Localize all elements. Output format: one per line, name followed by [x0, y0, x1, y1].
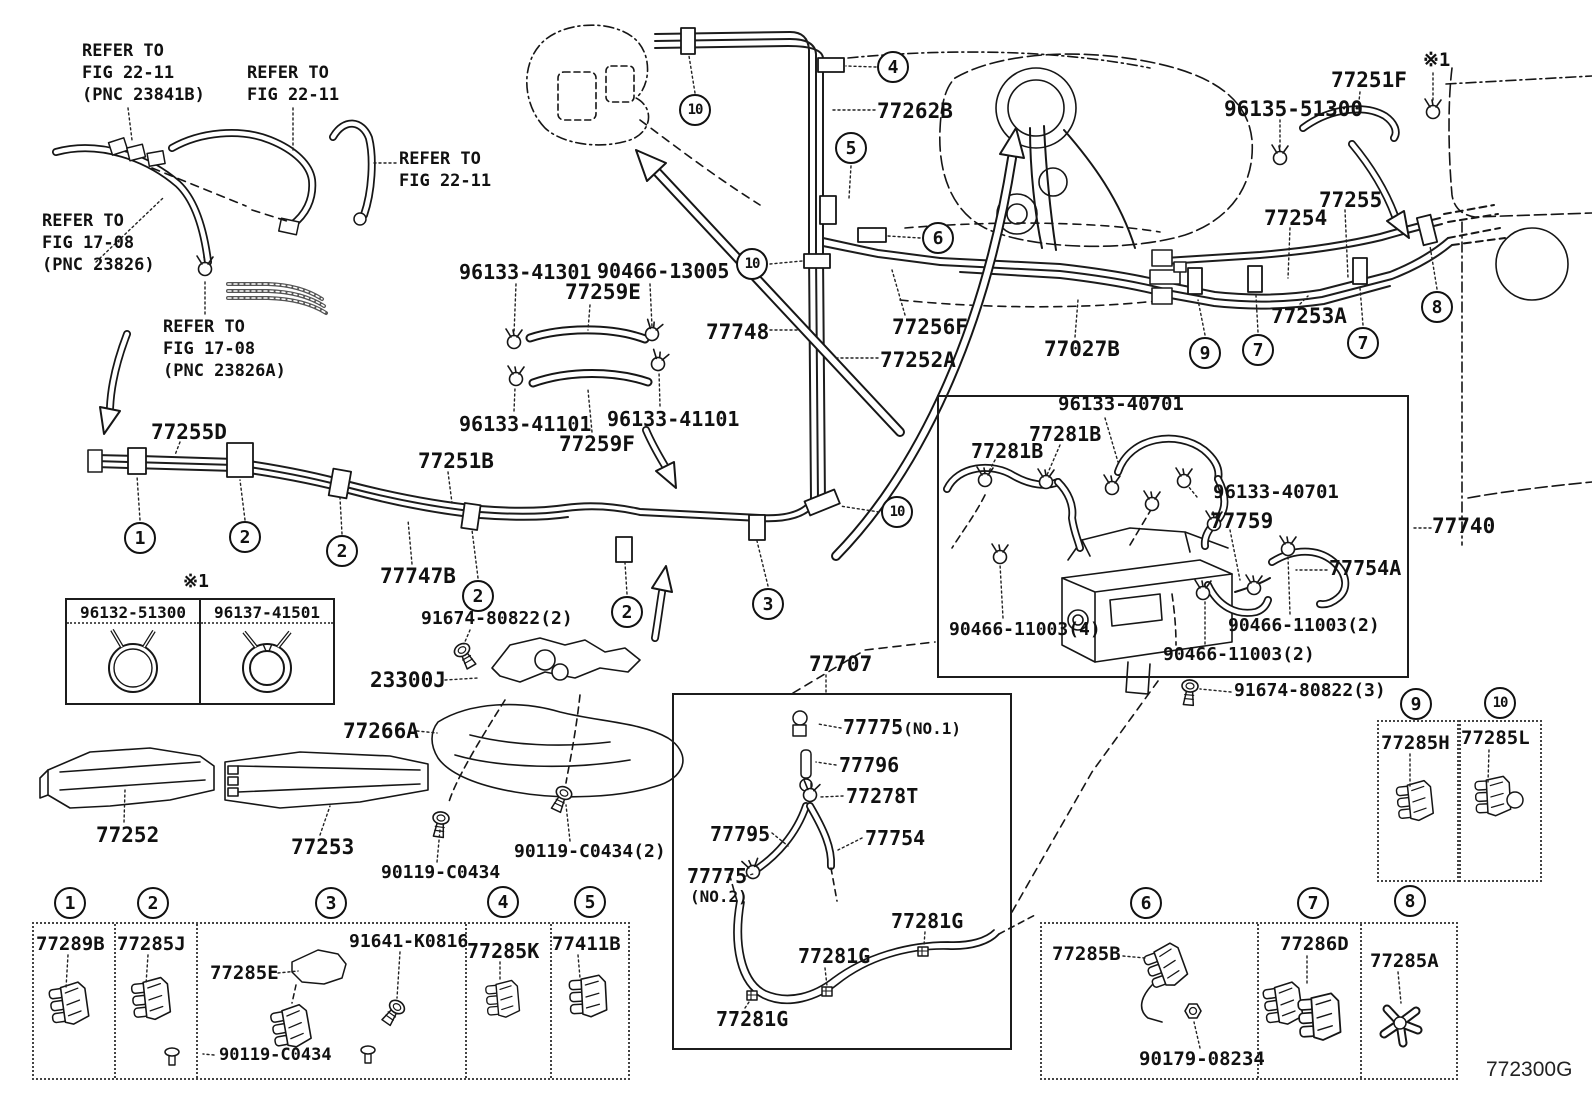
bracket-77285E	[291, 949, 347, 1004]
clamp-table-cell: 96137-41501	[199, 600, 333, 703]
table-footnote-symbol: ※1	[183, 571, 209, 592]
legend-divider	[1360, 924, 1362, 1078]
legend-divider	[114, 924, 116, 1078]
legend-box-1-5	[32, 922, 630, 1080]
legend-divider	[196, 924, 198, 1078]
vapor-tube-set	[728, 641, 1159, 1005]
detail-box-77707	[672, 693, 1012, 1050]
clamp-part-number: 96137-41501	[201, 600, 333, 624]
clamp-ring-icon	[242, 630, 292, 693]
legend-clip-icons	[47, 775, 1524, 1052]
junction-block	[1149, 249, 1187, 305]
clamp-table-cell: 96132-51300	[67, 600, 199, 703]
clip-77285A	[1379, 1004, 1423, 1048]
legend-box-9	[1377, 720, 1459, 882]
legend-box-10	[1459, 720, 1542, 882]
detail-box-77740	[937, 395, 1409, 678]
leader-lines	[65, 55, 1490, 1056]
legend-box-6-8	[1040, 922, 1458, 1080]
clamp-ring-icon	[108, 628, 158, 693]
clamp-reference-table: 96132-51300 96137-41501	[65, 598, 335, 705]
canister-assembly	[947, 439, 1345, 695]
protector-parts	[39, 637, 684, 809]
body-frame-outline	[526, 24, 1151, 206]
drawing-code: 772300G	[1486, 1058, 1573, 1081]
legend-divider	[550, 924, 552, 1078]
tube-clamps	[127, 27, 1439, 563]
direction-arrows	[99, 127, 1410, 642]
tube-bundles	[87, 31, 1453, 523]
top-left-hose-group	[56, 124, 372, 315]
fuel-tank-outline	[899, 53, 1254, 308]
body-right-outline	[1443, 67, 1592, 546]
legend-divider	[1257, 924, 1259, 1078]
legend-divider	[465, 924, 467, 1078]
clamp-part-number: 96132-51300	[67, 600, 199, 624]
